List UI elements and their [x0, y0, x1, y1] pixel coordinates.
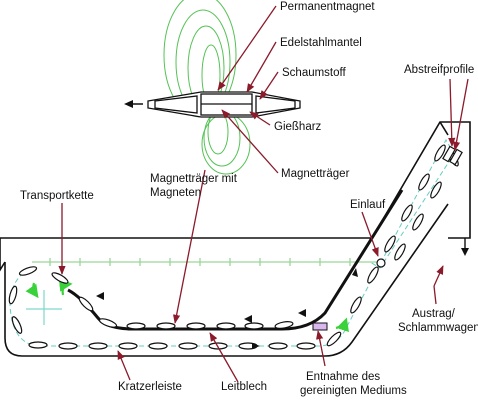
- motion-arrow: [124, 100, 143, 108]
- label-transportkette: Transportkette: [20, 190, 94, 202]
- label-edelstahlmantel: Edelstahlmantel: [280, 37, 362, 49]
- scraper-profiles: [442, 145, 463, 166]
- sprocket-crosshair: [26, 290, 62, 325]
- label-magnettraeger-mit-2: Magneten: [150, 187, 201, 199]
- magnetic-field-lines: [163, 0, 251, 175]
- label-austrag-1: Austrag/: [412, 308, 456, 320]
- liquid-level: [32, 258, 383, 266]
- label-magnettraeger: Magnetträger: [281, 168, 350, 180]
- label-leitblech: Leitblech: [221, 381, 267, 393]
- label-giessharz: Gießharz: [274, 121, 322, 133]
- label-schaumstoff: Schaumstoff: [282, 67, 347, 79]
- inlet-port: [376, 258, 386, 268]
- scraper-bars: [8, 144, 459, 350]
- label-entnahme-1: Entnahme des: [306, 371, 380, 383]
- label-austrag-2: Schlammwagen: [398, 322, 478, 334]
- label-permanentmagnet: Permanentmagnet: [280, 1, 375, 13]
- flow-arrows: [25, 278, 349, 333]
- label-kratzerleiste: Kratzerleiste: [118, 381, 182, 393]
- output-arrow: [461, 238, 469, 256]
- magnet-body: [147, 91, 301, 118]
- label-abstreifprofile: Abstreifprofile: [404, 64, 474, 76]
- outlet-port: [312, 322, 328, 331]
- label-einlauf: Einlauf: [350, 199, 386, 211]
- callout-lines: [58, 5, 469, 383]
- diagram-labels: Permanentmagnet Edelstahlmantel Schaumst…: [20, 1, 478, 397]
- label-magnettraeger-mit-1: Magnetträger mit: [150, 173, 238, 185]
- label-entnahme-2: gereinigten Mediums: [300, 385, 407, 397]
- chain-direction-arrows: [96, 268, 358, 349]
